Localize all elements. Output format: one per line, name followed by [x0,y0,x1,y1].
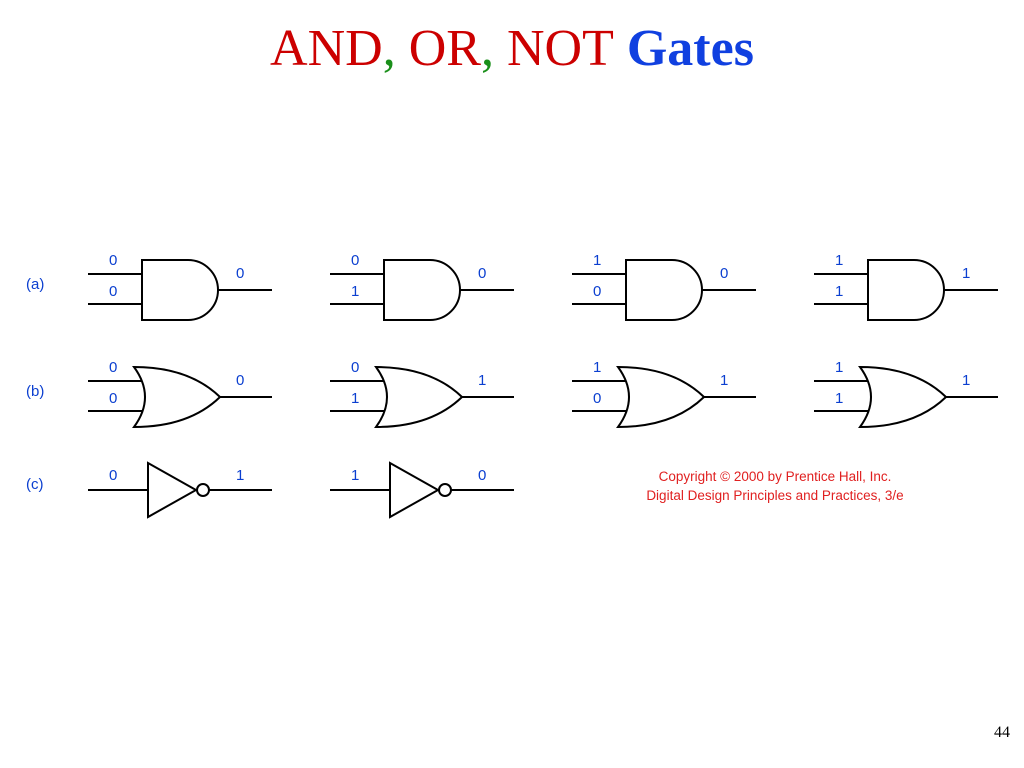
output-value: 0 [478,467,486,484]
or-gate-body [132,365,222,429]
row-label: (c) [26,476,44,493]
input-value: 0 [593,283,601,300]
title-part: OR [395,20,481,77]
input-value: 1 [835,359,843,376]
output-value: 1 [236,467,244,484]
or-gate: 0 1 1 [330,359,514,429]
input-value: 0 [593,390,601,407]
title-part: Gates [613,20,754,77]
and-gate: 1 0 0 [572,252,756,321]
title-part: AND [270,20,383,77]
input-value: 1 [593,252,601,269]
inversion-bubble [196,483,210,497]
input-value: 1 [835,252,843,269]
input-value: 1 [835,283,843,300]
not-gate-body [389,461,441,519]
or-gate-body [858,365,948,429]
and-gate: 1 1 1 [814,252,998,321]
input-value: 1 [351,390,359,407]
and-gate-body [867,259,945,321]
input-value: 0 [109,467,117,484]
slide-title: AND, OR, NOT Gates [0,14,1024,84]
output-value: 1 [720,372,728,389]
and-gate-body [383,259,461,321]
output-value: 0 [236,265,244,282]
output-value: 0 [478,265,486,282]
inversion-bubble [438,483,452,497]
output-value: 1 [478,372,486,389]
not-gate-body [147,461,199,519]
input-value: 0 [109,283,117,300]
output-value: 1 [962,372,970,389]
input-value: 0 [109,252,117,269]
or-gate: 1 0 1 [572,359,756,429]
and-gate-body [141,259,219,321]
and-gate: 0 1 0 [330,252,514,321]
title-part: , [480,20,494,77]
title-part: , [382,20,396,77]
output-value: 1 [962,265,970,282]
input-value: 0 [109,390,117,407]
input-value: 1 [351,467,359,484]
page-number: 44 [994,724,1010,741]
output-value: 0 [236,372,244,389]
or-gate-body [616,365,706,429]
input-value: 0 [109,359,117,376]
title-part: NOT [493,20,614,77]
or-gate: 0 0 0 [88,359,272,429]
output-value: 0 [720,265,728,282]
row-label: (b) [26,383,44,400]
or-gate-body [374,365,464,429]
input-value: 1 [351,283,359,300]
input-value: 1 [835,390,843,407]
input-value: 1 [593,359,601,376]
input-value: 0 [351,359,359,376]
input-value: 0 [351,252,359,269]
book-title-line: Digital Design Principles and Practices,… [646,488,904,503]
copyright-line: Copyright © 2000 by Prentice Hall, Inc. [658,469,892,484]
copyright-notice: Copyright © 2000 by Prentice Hall, Inc. … [600,467,950,505]
and-gate: 0 0 0 [88,252,272,321]
row-label: (a) [26,276,44,293]
and-gate-body [625,259,703,321]
or-gate: 1 1 1 [814,359,998,429]
